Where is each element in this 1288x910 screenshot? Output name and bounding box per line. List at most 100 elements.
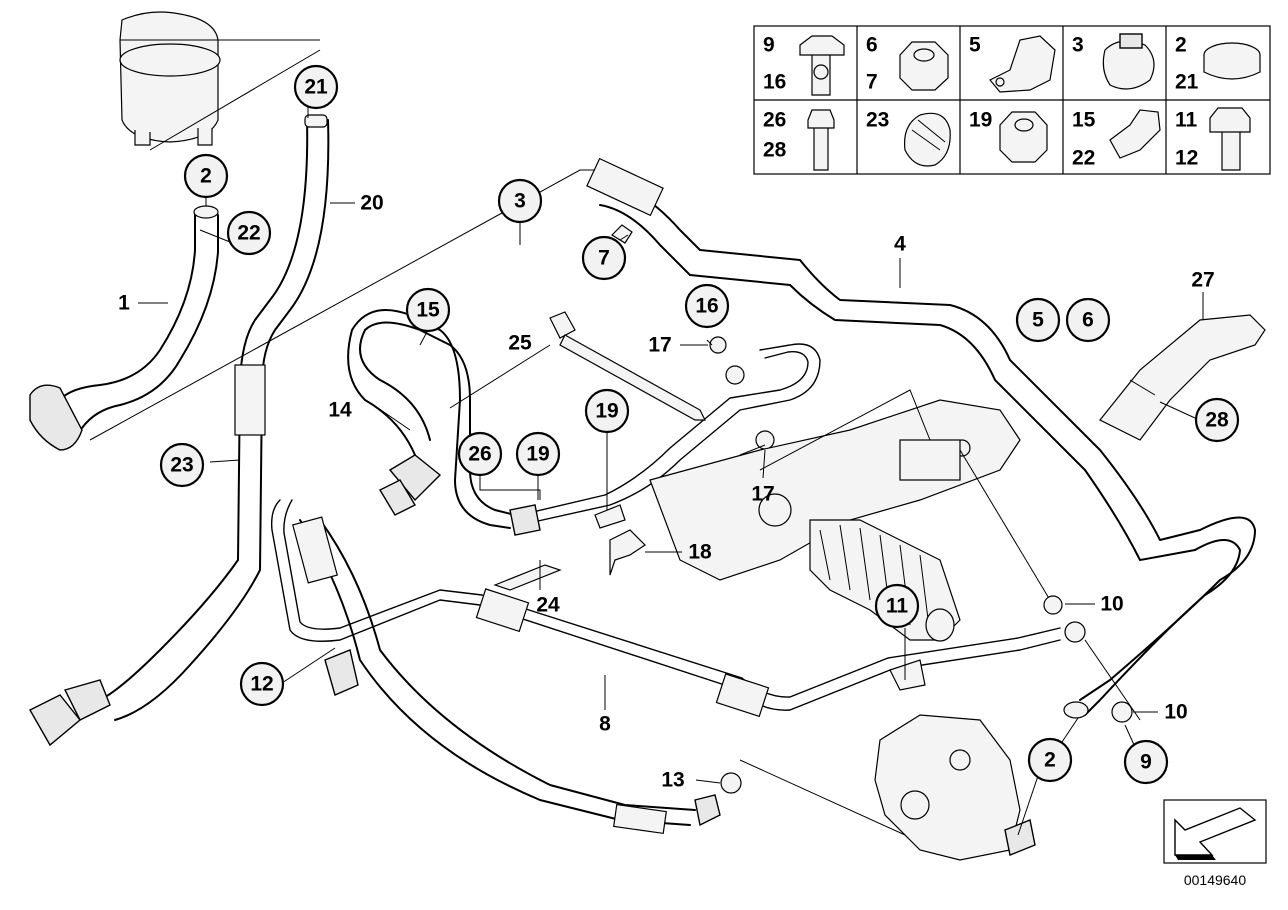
legend-label: 19 bbox=[969, 109, 992, 132]
callout-7: 7 bbox=[581, 235, 627, 281]
callout-number: 28 bbox=[1205, 409, 1229, 432]
callout-5: 5 bbox=[1015, 297, 1061, 343]
callout-3: 3 bbox=[497, 178, 543, 224]
legend-label: 2 bbox=[1175, 34, 1187, 57]
callout-number: 13 bbox=[661, 769, 684, 792]
callout-19-right: 19 bbox=[584, 388, 630, 434]
label-4: 4 bbox=[894, 233, 906, 256]
legend-label: 21 bbox=[1175, 71, 1199, 94]
leader-line bbox=[149, 49, 321, 151]
bracket-18 bbox=[609, 529, 646, 576]
legend-label: 22 bbox=[1072, 147, 1095, 170]
callout-number: 9 bbox=[1140, 751, 1152, 774]
label-10-lower: 10 bbox=[1164, 701, 1187, 724]
callout-12: 12 bbox=[239, 661, 285, 707]
callout-22: 22 bbox=[226, 210, 272, 256]
bracket-19 bbox=[594, 504, 626, 529]
legend-label: 11 bbox=[1175, 109, 1198, 132]
line-8 bbox=[270, 499, 1061, 835]
callout-number: 15 bbox=[416, 299, 440, 322]
legend-label: 12 bbox=[1175, 147, 1198, 170]
callout-15: 15 bbox=[405, 287, 451, 333]
callout-6: 6 bbox=[1065, 297, 1111, 343]
flange-nut-icon bbox=[999, 111, 1048, 163]
clip-7 bbox=[611, 224, 633, 244]
callout-number: 26 bbox=[468, 443, 491, 466]
leader-line bbox=[89, 169, 620, 441]
legend-label: 16 bbox=[763, 71, 786, 94]
legend-label: 28 bbox=[763, 139, 787, 162]
callout-11: 11 bbox=[874, 583, 920, 629]
callout-25-label: 25 bbox=[508, 332, 532, 355]
banjo-bolt bbox=[1064, 621, 1086, 643]
legend-label: 6 bbox=[866, 34, 878, 57]
callout-21: 21 bbox=[293, 64, 339, 110]
callout-28: 28 bbox=[1194, 397, 1240, 443]
pipe-clamp-icon bbox=[989, 35, 1056, 93]
clip-icon bbox=[903, 112, 951, 167]
callout-26: 26 bbox=[457, 431, 503, 477]
callout-number: 3 bbox=[514, 190, 526, 213]
holder-icon bbox=[1109, 109, 1161, 159]
callout-13-label: 13 bbox=[661, 769, 684, 792]
callout-number: 19 bbox=[526, 443, 549, 466]
callout-2-bottom: 2 bbox=[1027, 737, 1073, 783]
hex-nut-icon bbox=[899, 41, 949, 91]
legend-label: 3 bbox=[1072, 34, 1084, 57]
callout-9: 9 bbox=[1123, 739, 1169, 785]
legend-label: 23 bbox=[866, 109, 889, 132]
label-17: 17 bbox=[751, 483, 774, 506]
callout-number: 23 bbox=[170, 454, 193, 477]
callout-number: 19 bbox=[595, 400, 618, 423]
line-17 bbox=[509, 336, 821, 536]
callout-number: 5 bbox=[1032, 309, 1044, 332]
callout-number: 17 bbox=[648, 334, 671, 357]
image-number: 00149640 bbox=[1184, 872, 1247, 888]
power-steering-pump bbox=[874, 714, 1036, 861]
legend-label: 15 bbox=[1072, 109, 1096, 132]
hose-20-23 bbox=[29, 114, 330, 747]
legend-label: 5 bbox=[969, 34, 981, 57]
label-24: 24 bbox=[536, 594, 560, 617]
hose-14-15 bbox=[347, 309, 516, 529]
label-1: 1 bbox=[118, 292, 130, 315]
callout-number: 7 bbox=[598, 247, 610, 270]
seal-13 bbox=[720, 772, 742, 794]
hose-4 bbox=[586, 157, 1256, 719]
label-18: 18 bbox=[688, 541, 712, 564]
leader-line bbox=[762, 449, 766, 479]
callout-2: 2 bbox=[183, 153, 229, 199]
hex-bolt-icon bbox=[807, 109, 835, 171]
callout-number: 2 bbox=[1044, 749, 1056, 772]
callout-number: 12 bbox=[250, 673, 273, 696]
callout-number: 11 bbox=[886, 595, 909, 618]
callout-14-label: 14 bbox=[328, 399, 352, 422]
callout-number: 2 bbox=[200, 165, 212, 188]
bolt-icon bbox=[1209, 107, 1251, 171]
legend-label: 26 bbox=[763, 109, 786, 132]
orientation-arrow-icon bbox=[1163, 799, 1267, 864]
legend-label: 9 bbox=[763, 34, 775, 57]
legend-table: 9 16 6 7 5 3 2 21 26 28 23 19 15 22 11 1… bbox=[753, 25, 1271, 175]
label-27: 27 bbox=[1191, 269, 1214, 292]
label-20: 20 bbox=[360, 192, 383, 215]
callout-19-left: 19 bbox=[515, 431, 561, 477]
steering-rack bbox=[649, 389, 1051, 642]
cover-27 bbox=[1099, 314, 1266, 441]
hose-1 bbox=[29, 205, 219, 451]
callout-number: 25 bbox=[508, 332, 532, 355]
label-10: 10 bbox=[1100, 593, 1123, 616]
callout-number: 14 bbox=[328, 399, 352, 422]
callout-23: 23 bbox=[159, 442, 205, 488]
strap-25 bbox=[549, 311, 706, 421]
callout-number: 21 bbox=[304, 76, 328, 99]
bracket-24 bbox=[493, 564, 562, 591]
callout-number: 16 bbox=[695, 295, 718, 318]
seal-10 bbox=[1043, 595, 1063, 615]
seal-10-lower bbox=[1111, 701, 1133, 723]
label-8: 8 bbox=[599, 713, 611, 736]
reservoir bbox=[119, 11, 221, 146]
callout-number: 6 bbox=[1082, 309, 1094, 332]
callout-16: 16 bbox=[684, 283, 730, 329]
